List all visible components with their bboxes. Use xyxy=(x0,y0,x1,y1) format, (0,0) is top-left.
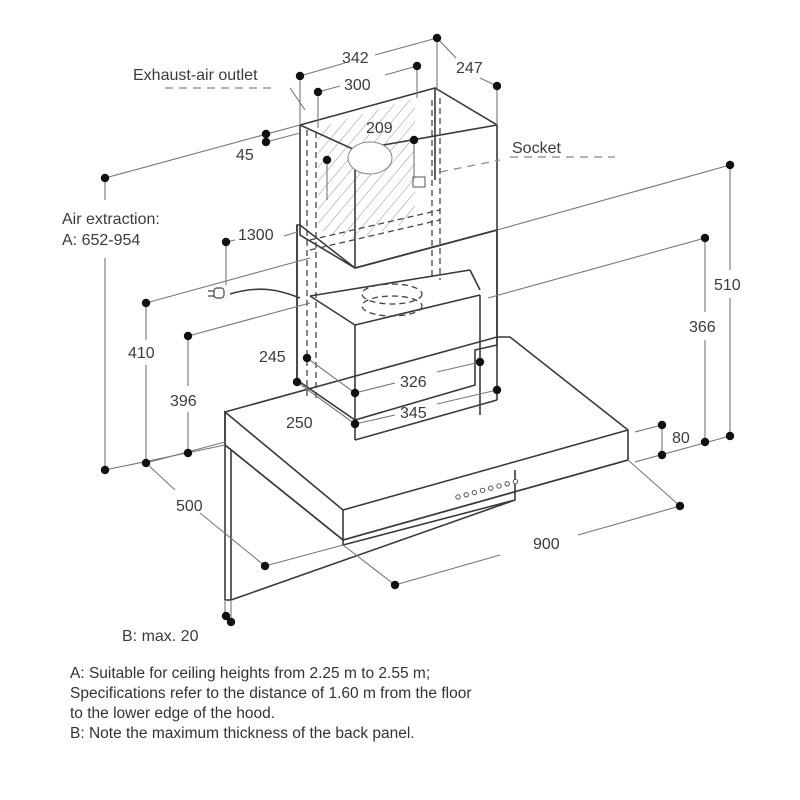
dim-45: 45 xyxy=(236,147,254,164)
dimension-endpoint-dot xyxy=(183,331,193,341)
dim-1300: 1300 xyxy=(238,227,274,244)
dimension-endpoint-dot xyxy=(700,233,710,243)
dimension-endpoint-dot xyxy=(260,561,270,571)
dimension-endpoint-dot xyxy=(492,385,502,395)
dimension-endpoint-dot xyxy=(657,420,667,430)
dim-247: 247 xyxy=(456,60,483,77)
dimension-endpoint-dot xyxy=(700,437,710,447)
dimension-endpoint-dot xyxy=(725,431,735,441)
socket-label: Socket xyxy=(512,140,561,157)
dimension-endpoint-dot xyxy=(322,155,332,165)
dimension-endpoints xyxy=(100,33,735,627)
dim-366: 366 xyxy=(689,319,716,336)
dim-245: 245 xyxy=(259,349,286,366)
dimension-endpoint-dot xyxy=(675,501,685,511)
dimension-endpoint-dot xyxy=(390,580,400,590)
control-buttons xyxy=(455,478,519,500)
note-line: A: Suitable for ceiling heights from 2.2… xyxy=(70,665,431,682)
upper-chimney xyxy=(299,87,498,400)
dimension-endpoint-dot xyxy=(226,617,236,627)
dimension-endpoint-dot xyxy=(409,135,419,145)
dimension-endpoint-dot xyxy=(725,160,735,170)
dimension-endpoint-dot xyxy=(492,81,502,91)
dim-300: 300 xyxy=(344,77,371,94)
air-extraction-label: Air extraction: xyxy=(62,211,160,228)
dim-80: 80 xyxy=(672,430,690,447)
dim-510: 510 xyxy=(714,277,741,294)
dimension-endpoint-dot xyxy=(221,237,231,247)
dimension-endpoint-dot xyxy=(141,458,151,468)
dimension-endpoint-dot xyxy=(261,137,271,147)
dim-500: 500 xyxy=(176,498,203,515)
dimension-endpoint-dot xyxy=(350,388,360,398)
dimension-endpoint-dot xyxy=(475,357,485,367)
canopy xyxy=(224,336,629,601)
installation-notes: A: Suitable for ceiling heights from 2.2… xyxy=(70,664,471,744)
control-button-icon xyxy=(488,485,494,491)
exhaust-outlet-label: Exhaust-air outlet xyxy=(133,67,258,84)
dimension-endpoint-dot xyxy=(183,448,193,458)
control-button-icon xyxy=(496,483,502,489)
dimension-endpoint-dot xyxy=(261,129,271,139)
back-panel-label: B: max. 20 xyxy=(122,628,199,645)
dimension-endpoint-dot xyxy=(350,419,360,429)
control-button-icon xyxy=(463,492,469,498)
dimension-lines xyxy=(104,37,731,620)
dim-342: 342 xyxy=(342,50,369,67)
note-line: Specifications refer to the distance of … xyxy=(70,685,472,702)
dimension-endpoint-dot xyxy=(292,377,302,387)
dim-250: 250 xyxy=(286,415,313,432)
dimension-endpoint-dot xyxy=(100,465,110,475)
dimension-endpoint-dot xyxy=(432,33,442,43)
dimension-endpoint-dot xyxy=(221,611,231,621)
dim-410: 410 xyxy=(128,345,155,362)
dimension-endpoint-dot xyxy=(412,61,422,71)
control-button-icon xyxy=(471,489,478,496)
note-line: to the lower edge of the hood. xyxy=(70,705,276,722)
note-line: B: Note the maximum thickness of the bac… xyxy=(70,725,415,742)
control-button-icon xyxy=(504,481,510,487)
dimension-endpoint-dot xyxy=(100,173,110,183)
plug-icon xyxy=(213,287,225,299)
dimension-endpoint-dot xyxy=(313,87,323,97)
dim-396: 396 xyxy=(170,393,197,410)
dimension-endpoint-dot xyxy=(141,298,151,308)
power-cord xyxy=(208,287,301,299)
lower-chimney xyxy=(296,224,498,441)
control-button-icon xyxy=(479,487,486,494)
dim-209: 209 xyxy=(366,120,393,137)
air-extraction-range: A: 652-954 xyxy=(62,232,140,249)
dimension-endpoint-dot xyxy=(302,353,312,363)
control-button-icon xyxy=(512,478,519,485)
dimension-endpoint-dot xyxy=(295,71,305,81)
dimension-endpoint-dot xyxy=(657,450,667,460)
dim-900: 900 xyxy=(533,536,560,553)
dim-345: 345 xyxy=(400,405,427,422)
dim-326: 326 xyxy=(400,374,427,391)
control-button-icon xyxy=(455,494,461,500)
